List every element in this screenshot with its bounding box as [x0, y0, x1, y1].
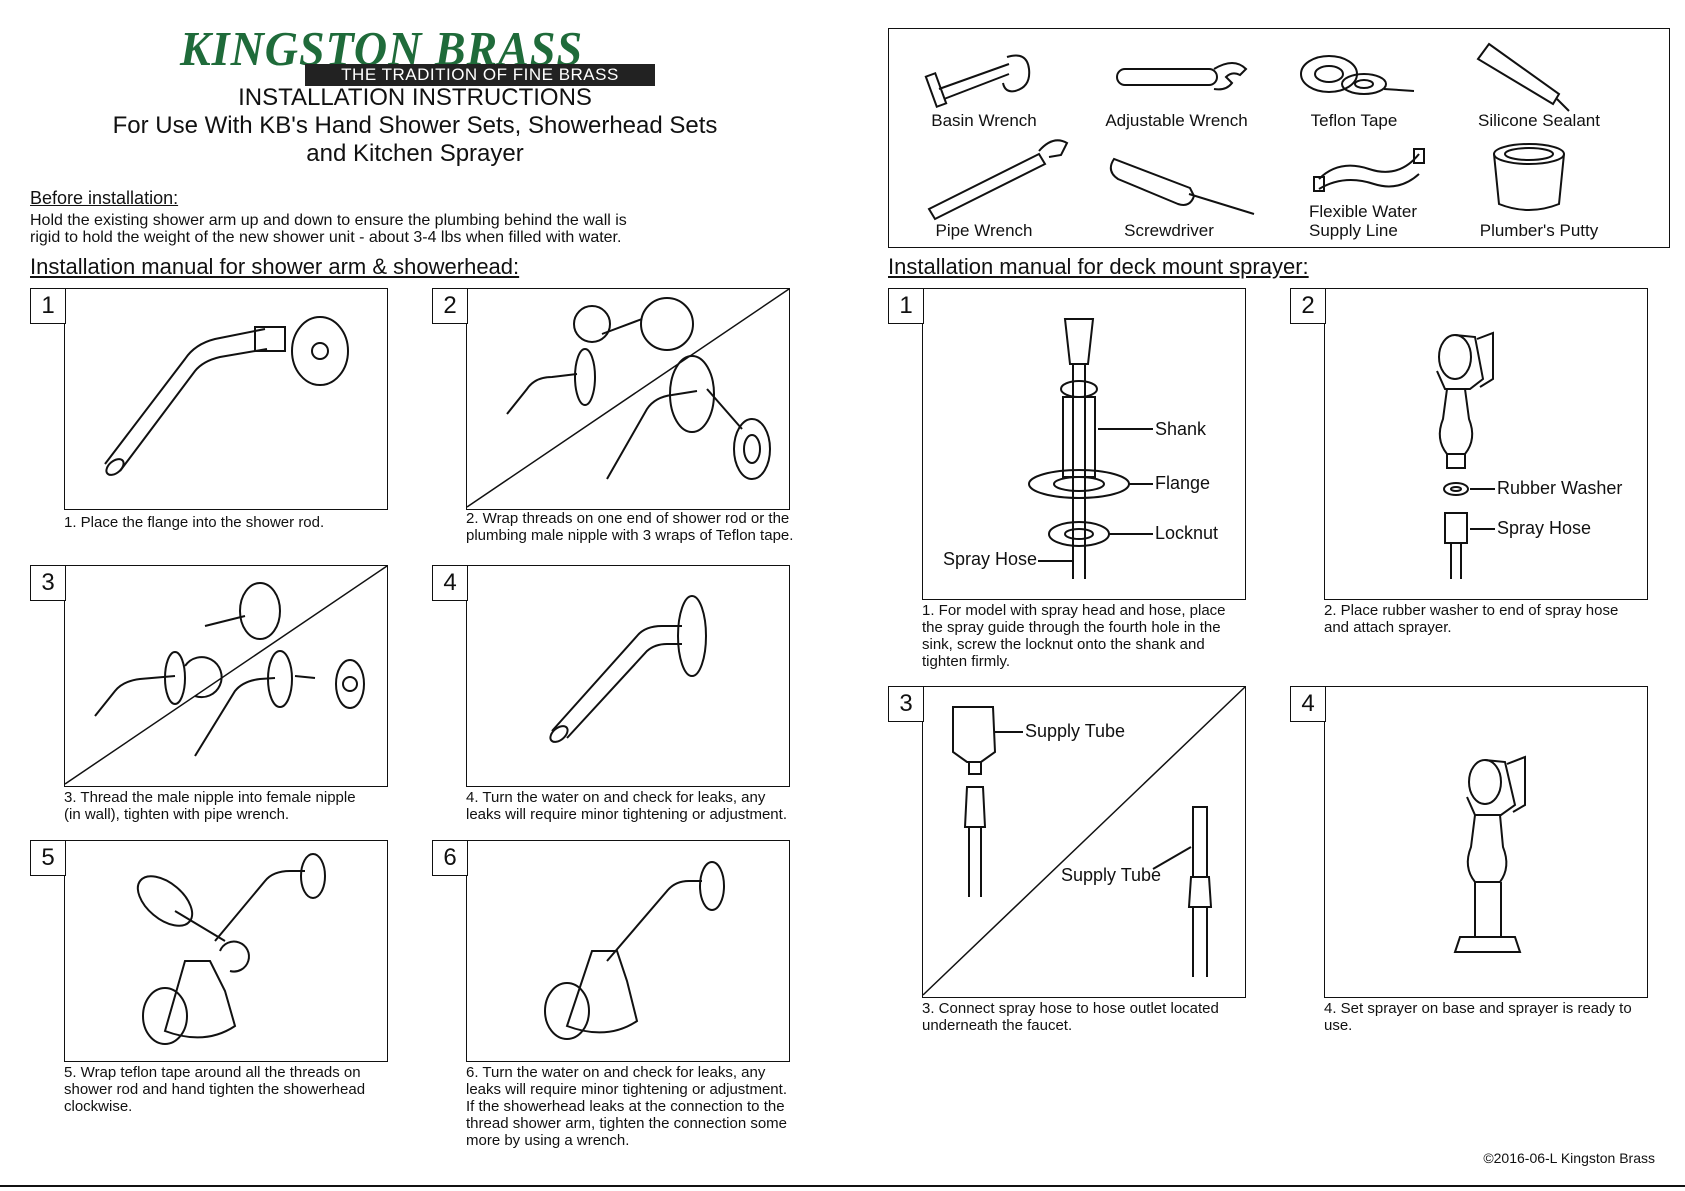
step-number: 4	[432, 565, 468, 601]
step-caption: 1. Place the flange into the shower rod.	[64, 514, 325, 531]
silicone-sealant-icon	[1476, 42, 1570, 112]
pipe-wrench-icon	[927, 139, 1069, 221]
step-caption: 6. Turn the water on and check for leaks…	[466, 1064, 788, 1149]
step-number: 2	[432, 288, 468, 324]
step-number: 2	[1290, 288, 1326, 324]
step-number: 3	[888, 686, 924, 722]
step-illustration-frame: Shank Flange Locknut Spray Hose	[922, 288, 1246, 600]
label-supply-tube-top: Supply Tube	[1025, 721, 1126, 741]
step-caption: 3. Connect spray hose to hose outlet loc…	[922, 1000, 1219, 1034]
step-illustration-frame: Rubber Washer Spray Hose	[1324, 288, 1648, 600]
label-shank: Shank	[1155, 419, 1207, 439]
tool-label-plumbers-putty: Plumber's Putty	[1479, 221, 1599, 240]
step-caption: 5. Wrap teflon tape around all the threa…	[64, 1064, 366, 1115]
step-caption: 1. For model with spray head and hose, p…	[922, 602, 1226, 670]
step-number: 1	[30, 288, 66, 324]
label-flange: Flange	[1155, 473, 1211, 493]
tool-label-adjustable-wrench: Adjustable Wrench	[1105, 111, 1248, 130]
label-rubber-washer: Rubber Washer	[1497, 478, 1623, 498]
step-caption: 4. Set sprayer on base and sprayer is re…	[1324, 1000, 1632, 1034]
tool-label-flexible-water: Flexible Water	[1309, 202, 1418, 221]
step-caption: 4. Turn the water on and check for leaks…	[466, 789, 787, 823]
step-illustration-frame	[64, 840, 388, 1062]
attach-showerhead-illustration	[136, 853, 326, 1045]
sprayer-on-base-illustration	[1453, 755, 1526, 953]
step-illustration-frame: Supply Tube Supply Tube	[922, 686, 1246, 998]
label-spray-hose: Spray Hose	[943, 549, 1038, 569]
step-caption: 2. Wrap threads on one end of shower rod…	[466, 510, 794, 544]
tool-label-silicone-sealant: Silicone Sealant	[1478, 111, 1600, 130]
check-leaks-illustration	[549, 595, 707, 743]
step-illustration-frame	[64, 288, 388, 510]
before-installation-heading: Before installation:	[30, 188, 179, 208]
step-number: 3	[30, 565, 66, 601]
plumbers-putty-icon	[1493, 143, 1565, 211]
label-spray-hose: Spray Hose	[1497, 518, 1592, 538]
step-illustration-frame	[64, 565, 388, 787]
sprayer-manual-title: Installation manual for deck mount spray…	[888, 254, 1309, 279]
basin-wrench-icon	[924, 54, 1031, 109]
step-number: 4	[1290, 686, 1326, 722]
final-showerhead-illustration	[544, 861, 725, 1040]
flexible-water-supply-line-icon	[1313, 148, 1425, 192]
tool-label-teflon-tape: Teflon Tape	[1310, 111, 1398, 130]
page-title: INSTALLATION INSTRUCTIONS	[238, 84, 592, 111]
shower-arm-flange-illustration	[104, 316, 349, 476]
deck-mount-shank-illustration	[1028, 318, 1153, 579]
teflon-tape-icon	[1300, 55, 1415, 95]
tools-panel: Basin Wrench Adjustable Wrench Teflon Ta…	[888, 28, 1670, 248]
tool-label-pipe-wrench: Pipe Wrench	[935, 221, 1033, 240]
step-illustration-frame	[1324, 686, 1648, 998]
screwdriver-icon	[1109, 157, 1255, 215]
tool-label-supply-line: Supply Line	[1309, 221, 1398, 240]
before-installation-line-1: Hold the existing shower arm up and down…	[30, 212, 627, 229]
step-number: 6	[432, 840, 468, 876]
label-locknut: Locknut	[1155, 523, 1219, 543]
tools-illustrations	[924, 42, 1570, 221]
supply-tube-illustration	[922, 686, 1246, 996]
rubber-washer-illustration	[1436, 331, 1495, 579]
page-subtitle-2: and Kitchen Sprayer	[306, 140, 524, 167]
page-subtitle: For Use With KB's Hand Shower Sets, Show…	[112, 112, 718, 139]
step-illustration-frame	[466, 565, 790, 787]
tool-label-screwdriver: Screwdriver	[1124, 221, 1214, 240]
step-number: 1	[888, 288, 924, 324]
before-installation-line-2: rigid to hold the weight of the new show…	[30, 229, 622, 246]
step-illustration-frame	[466, 840, 790, 1062]
shower-manual-title: Installation manual for shower arm & sho…	[30, 254, 520, 279]
step-caption: 2. Place rubber washer to end of spray h…	[1324, 602, 1619, 636]
adjustable-wrench-icon	[1116, 62, 1248, 91]
step-caption: 3. Thread the male nipple into female ni…	[64, 789, 356, 823]
step-illustration-frame	[466, 288, 790, 510]
copyright-notice: ©2016-06-L Kingston Brass	[1483, 1150, 1655, 1166]
brand-tagline: THE TRADITION OF FINE BRASS	[305, 64, 655, 86]
step-number: 5	[30, 840, 66, 876]
bottom-divider	[0, 1185, 1685, 1187]
label-supply-tube-bottom: Supply Tube	[1061, 865, 1162, 885]
tool-label-basin-wrench: Basin Wrench	[931, 111, 1037, 130]
thread-nipple-illustration	[64, 565, 388, 785]
teflon-wrap-illustration	[466, 288, 790, 508]
